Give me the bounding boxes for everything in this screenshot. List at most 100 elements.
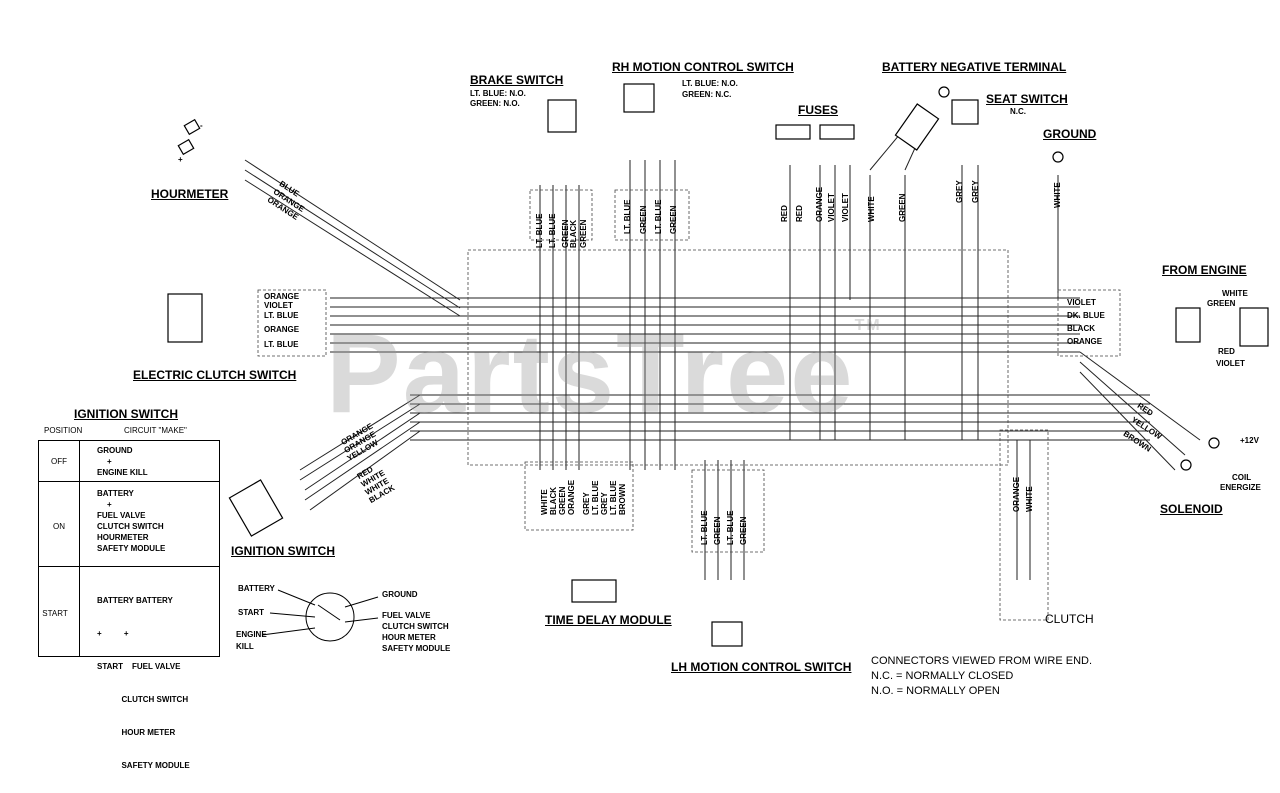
seat-nc-note: N.C. xyxy=(1010,107,1026,116)
wire-label: LT. BLUE xyxy=(726,510,735,545)
symbol-safety-module: SAFETY MODULE xyxy=(382,644,451,653)
wire-label: BROWN xyxy=(618,483,627,515)
solenoid-title: SOLENOID xyxy=(1160,502,1223,516)
wire-label: LT. BLUE xyxy=(535,213,544,248)
from-engine-title: FROM ENGINE xyxy=(1162,263,1247,277)
row-line-item: GROUND xyxy=(97,446,133,455)
wire-label: GREEN xyxy=(639,205,648,234)
wire-label: GREEN xyxy=(579,219,588,248)
brake-note-2: GREEN: N.O. xyxy=(470,99,520,108)
wire-label: LT. BLUE xyxy=(264,311,299,320)
wire-label: BLACK xyxy=(569,220,578,248)
wire-label: RED xyxy=(795,205,804,222)
row-line-item: FUEL VALVE xyxy=(97,511,146,520)
symbol-fuel-valve: FUEL VALVE xyxy=(382,611,431,620)
wire-label: LT. BLUE xyxy=(591,480,600,515)
watermark-tm: TM xyxy=(854,317,882,334)
table-row: OFF GROUND + ENGINE KILL xyxy=(39,441,219,482)
table-row: START BATTERY BATTERY + + START FUEL VAL… xyxy=(39,567,219,770)
lh-motion-title: LH MOTION CONTROL SWITCH xyxy=(671,660,852,674)
engine-conn-label: RED xyxy=(1218,347,1235,356)
coil-note: COIL xyxy=(1232,473,1252,482)
rh-note-2: GREEN: N.C. xyxy=(682,90,732,99)
symbol-ground: GROUND xyxy=(382,590,418,599)
engine-conn-label: GREEN xyxy=(1207,299,1236,308)
row-position: OFF xyxy=(51,457,67,466)
row-line-item: BATTERY BATTERY xyxy=(97,596,173,605)
electric-clutch-title: ELECTRIC CLUTCH SWITCH xyxy=(133,368,297,382)
symbol-engine: ENGINE xyxy=(236,630,267,639)
wire-label: BLACK xyxy=(1067,324,1095,333)
wire-label: LT. BLUE xyxy=(623,199,632,234)
brake-note-1: LT. BLUE: N.O. xyxy=(470,89,526,98)
wire-label: GREEN xyxy=(713,516,722,545)
connectors xyxy=(167,83,1269,647)
symbol-battery: BATTERY xyxy=(238,584,275,593)
ignition-table: OFF GROUND + ENGINE KILL ON BATTERY + FU… xyxy=(38,440,220,770)
wire-label: GREEN xyxy=(669,205,678,234)
wire-label: GREEN xyxy=(558,486,567,515)
wire-label: WHITE xyxy=(540,489,549,515)
wire-label: WHITE xyxy=(1025,486,1034,512)
no-note: N.O. = NORMALLY OPEN xyxy=(871,685,1000,697)
table-divider xyxy=(79,441,80,656)
hourmeter-title: HOURMETER xyxy=(151,187,229,201)
energize-note: ENERGIZE xyxy=(1220,483,1261,492)
clutch-title: CLUTCH xyxy=(1045,612,1094,626)
wire-label: LT. BLUE xyxy=(700,510,709,545)
row-line-item: ENGINE KILL xyxy=(97,468,148,477)
dashed-boxes xyxy=(257,189,1121,621)
wire-label: ORANGE xyxy=(567,479,576,515)
wire-bundle xyxy=(244,109,1201,580)
symbol-start: START xyxy=(238,608,265,617)
watermark: PartsTreeTM xyxy=(326,311,882,436)
wire-label: LT. BLUE xyxy=(264,340,299,349)
row-line: BATTERY + FUEL VALVE CLUTCH SWITCH HOURM… xyxy=(97,488,165,554)
symbol-hour-meter: HOUR METER xyxy=(382,633,436,642)
wire-label: ORANGE xyxy=(815,186,824,222)
minus-sign: - xyxy=(200,121,203,130)
ignition-table-title: IGNITION SWITCH xyxy=(74,407,178,421)
wire-label: GREY xyxy=(971,180,980,203)
battery-neg-title: BATTERY NEGATIVE TERMINAL xyxy=(882,60,1067,74)
wire-label: DK. BLUE xyxy=(1067,311,1105,320)
wire-label: VIOLET xyxy=(264,301,293,310)
wire-label: ORANGE xyxy=(264,325,300,334)
row-line-item: BATTERY xyxy=(97,489,134,498)
wire-label: WHITE xyxy=(867,196,876,222)
engine-conn-label: WHITE xyxy=(1222,289,1248,298)
ground-title: GROUND xyxy=(1043,127,1097,141)
wire-label: GREY xyxy=(955,180,964,203)
wire-label: GREY xyxy=(600,492,609,515)
rh-motion-title: RH MOTION CONTROL SWITCH xyxy=(612,60,794,74)
rh-note-1: LT. BLUE: N.O. xyxy=(682,79,738,88)
wire-label: LT. BLUE xyxy=(654,199,663,234)
row-position: ON xyxy=(53,522,65,531)
position-header: POSITION xyxy=(44,426,83,435)
wire-label: LT. BLUE xyxy=(609,480,618,515)
connectors-note: CONNECTORS VIEWED FROM WIRE END. xyxy=(871,655,1093,667)
wire-label: ORANGE xyxy=(1067,337,1103,346)
wire-label: VIOLET xyxy=(1067,298,1096,307)
wire-label: GREEN xyxy=(739,516,748,545)
seat-switch-title: SEAT SWITCH xyxy=(986,92,1068,106)
brake-switch-title: BRAKE SWITCH xyxy=(470,73,564,87)
time-delay-title: TIME DELAY MODULE xyxy=(545,613,672,627)
plus-sign: + xyxy=(178,155,183,164)
row-line: BATTERY BATTERY + + START FUEL VALVE CLU… xyxy=(97,573,190,793)
wire-label: GREY xyxy=(582,492,591,515)
table-row: ON BATTERY + FUEL VALVE CLUTCH SWITCH HO… xyxy=(39,482,219,567)
wire-label: VIOLET xyxy=(841,193,850,222)
row-line: GROUND + ENGINE KILL xyxy=(97,445,148,478)
wire-label: VIOLET xyxy=(827,193,836,222)
circuit-header: CIRCUIT "MAKE" xyxy=(124,426,187,435)
wire-label: ORANGE xyxy=(264,292,300,301)
wire-label: BLACK xyxy=(549,487,558,515)
wire-label: GREEN xyxy=(898,193,907,222)
wire-label: WHITE xyxy=(1053,182,1062,208)
wire-label: LT. BLUE xyxy=(548,213,557,248)
wire-label: ORANGE xyxy=(1012,476,1021,512)
nc-note: N.C. = NORMALLY CLOSED xyxy=(871,670,1014,682)
row-line-item: HOUR METER xyxy=(97,728,176,737)
engine-conn-label: VIOLET xyxy=(1216,359,1245,368)
